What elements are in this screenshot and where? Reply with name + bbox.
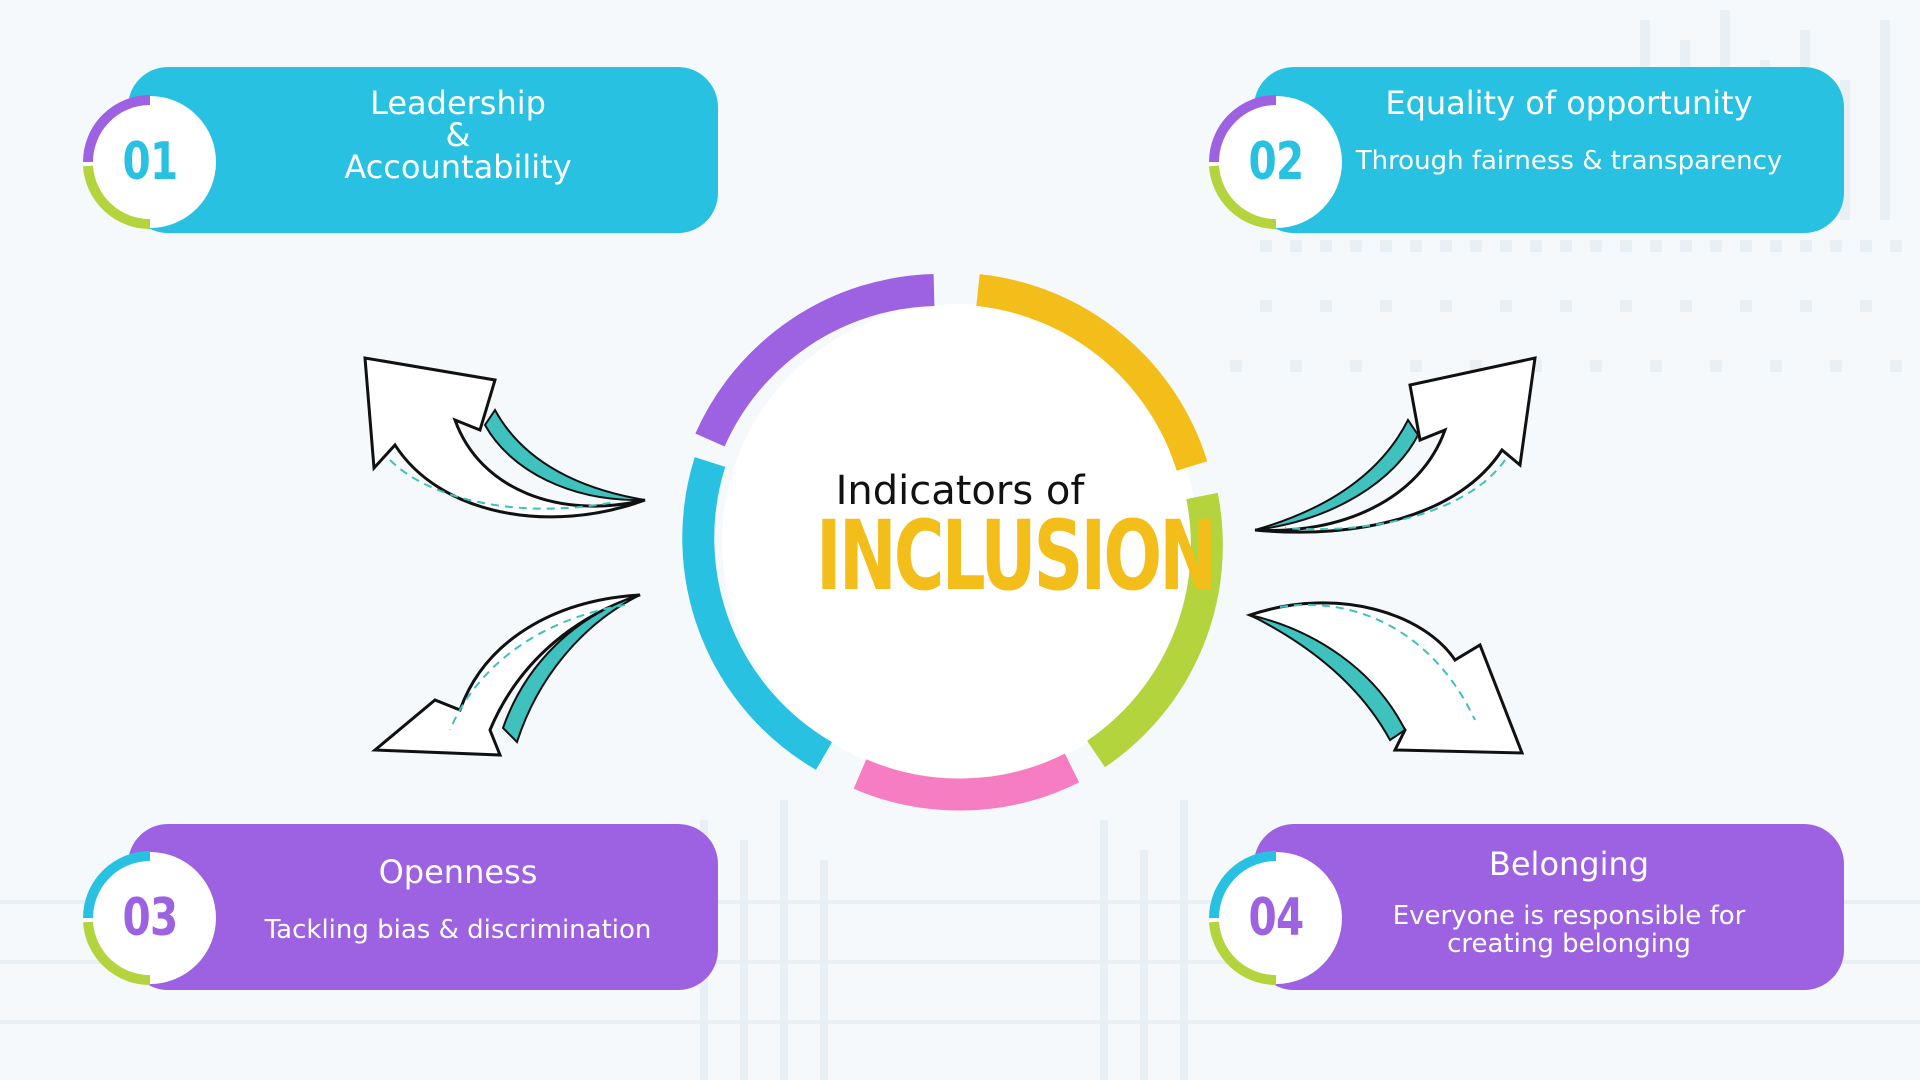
badge-02: 02	[1208, 94, 1344, 230]
card-04-subtitle-line2: creating belonging	[1447, 929, 1691, 959]
card-04-title: Belonging	[1488, 845, 1650, 883]
arrow-up-left-icon	[363, 356, 646, 519]
badge-04: 04	[1208, 850, 1344, 986]
card-03-subtitle: Tackling bias & discrimination	[264, 915, 652, 945]
center-title-line: Indicators of	[835, 468, 1085, 514]
card-01-ampersand: &	[445, 116, 471, 154]
center-ring	[682, 274, 1223, 811]
card-equality: Equality of opportunity Through fairness…	[1254, 67, 1844, 233]
card-02-title: Equality of opportunity	[1385, 84, 1753, 122]
arrow-down-left-icon	[371, 593, 641, 757]
badge-03: 03	[82, 850, 218, 986]
arrow-down-right-icon	[1245, 601, 1525, 755]
card-01-title: Leadership	[370, 84, 546, 122]
badge-01-number: 01	[122, 132, 179, 192]
center-main-word: INCLUSION	[816, 500, 1217, 612]
card-02-subtitle: Through fairness & transparency	[1355, 146, 1783, 176]
card-openness: Openness Tackling bias & discrimination	[128, 824, 718, 990]
badge-01: 01	[82, 94, 218, 230]
card-leadership: Leadership & Accountability	[128, 67, 718, 233]
badge-02-number: 02	[1248, 132, 1305, 192]
card-01-title-line3: Accountability	[344, 148, 572, 186]
card-03-title: Openness	[378, 853, 538, 891]
card-04-subtitle: Everyone is responsible for	[1392, 901, 1746, 931]
badge-03-number: 03	[122, 888, 179, 948]
badge-04-number: 04	[1248, 888, 1305, 948]
arrow-up-right-icon	[1254, 356, 1537, 534]
card-belonging: Belonging Everyone is responsible for cr…	[1254, 824, 1844, 990]
